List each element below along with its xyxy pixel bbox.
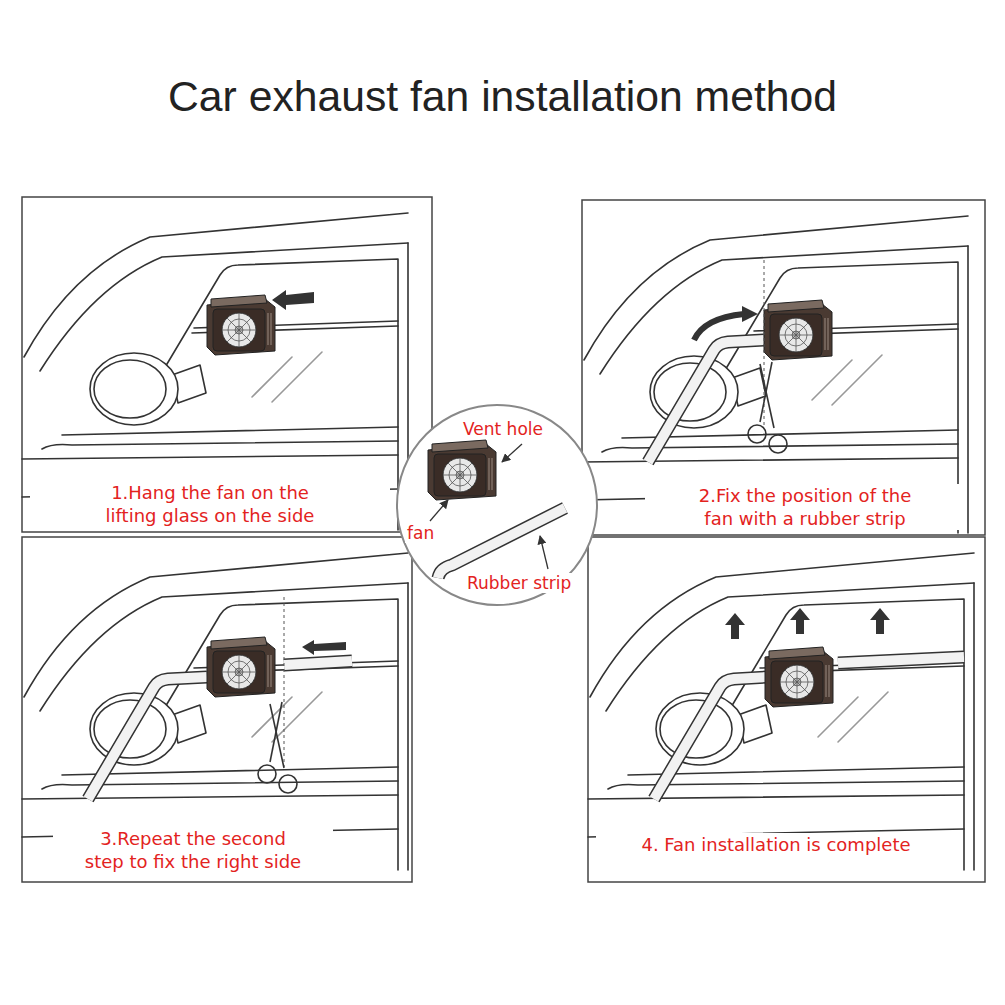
step1-drawing <box>272 290 314 310</box>
step-caption: 3.Repeat the second step to fix the righ… <box>53 827 333 873</box>
step4-drawing <box>654 677 768 799</box>
step3-drawing <box>258 702 297 793</box>
panel-frames <box>22 197 432 532</box>
step2-drawing <box>648 340 764 462</box>
detail-drawing <box>438 508 565 578</box>
detail-drawing <box>428 440 496 500</box>
step2-drawing <box>582 216 968 533</box>
step-panel: 1.Hang the fan on the lifting glass on t… <box>22 197 432 532</box>
step1-drawing <box>207 295 275 355</box>
detail-drawing <box>438 508 565 578</box>
part-label: Rubber strip <box>465 573 573 593</box>
detail-circle: Vent hole fanRubber strip <box>397 405 597 605</box>
detail-drawing <box>502 444 522 462</box>
step-panel: 2.Fix the position of the fan with a rub… <box>582 200 985 535</box>
step2-drawing <box>648 340 764 462</box>
step3-drawing <box>88 677 207 799</box>
step-caption: 4. Fan installation is complete <box>596 833 956 856</box>
step3-drawing <box>284 661 352 665</box>
detail-drawing <box>397 405 597 605</box>
part-label: Vent hole <box>461 419 545 439</box>
step3-drawing <box>22 553 408 870</box>
step4-drawing <box>870 608 890 634</box>
step1-drawing <box>22 213 408 530</box>
step3-drawing <box>88 677 207 799</box>
step-panel: 4. Fan installation is complete <box>588 537 985 882</box>
step2-drawing <box>694 314 744 340</box>
step1-drawing <box>22 213 408 530</box>
step-caption: 1.Hang the fan on the lifting glass on t… <box>30 481 390 527</box>
panel-frames <box>22 197 985 882</box>
panel-frames <box>582 200 985 535</box>
step4-drawing <box>588 553 974 870</box>
step4-drawing <box>725 613 745 639</box>
circle-outline <box>397 405 597 605</box>
step4-drawing <box>790 608 810 634</box>
panel-frames <box>22 537 412 882</box>
detail-drawing <box>540 536 548 569</box>
step3-drawing <box>284 661 352 665</box>
step3-drawing <box>284 597 285 767</box>
step3-drawing <box>207 637 275 697</box>
step2-drawing <box>748 362 787 453</box>
part-label: fan <box>405 523 436 543</box>
diagram-title: Car exhaust fan installation method <box>0 72 1005 121</box>
step2-drawing <box>742 306 758 322</box>
step-panel: 3.Repeat the second step to fix the righ… <box>22 537 412 882</box>
step4-drawing <box>765 647 833 707</box>
detail-drawing <box>430 500 448 521</box>
panel-frames <box>588 537 985 882</box>
step3-drawing <box>22 553 408 870</box>
step2-drawing <box>764 300 832 360</box>
step3-drawing <box>302 640 346 655</box>
step4-drawing <box>588 553 974 870</box>
step-caption: 2.Fix the position of the fan with a rub… <box>645 484 965 530</box>
detail-drawing <box>397 405 597 605</box>
step4-drawing <box>838 657 964 663</box>
step4-drawing <box>654 677 768 799</box>
step2-drawing <box>582 216 968 533</box>
step4-drawing <box>838 657 964 663</box>
